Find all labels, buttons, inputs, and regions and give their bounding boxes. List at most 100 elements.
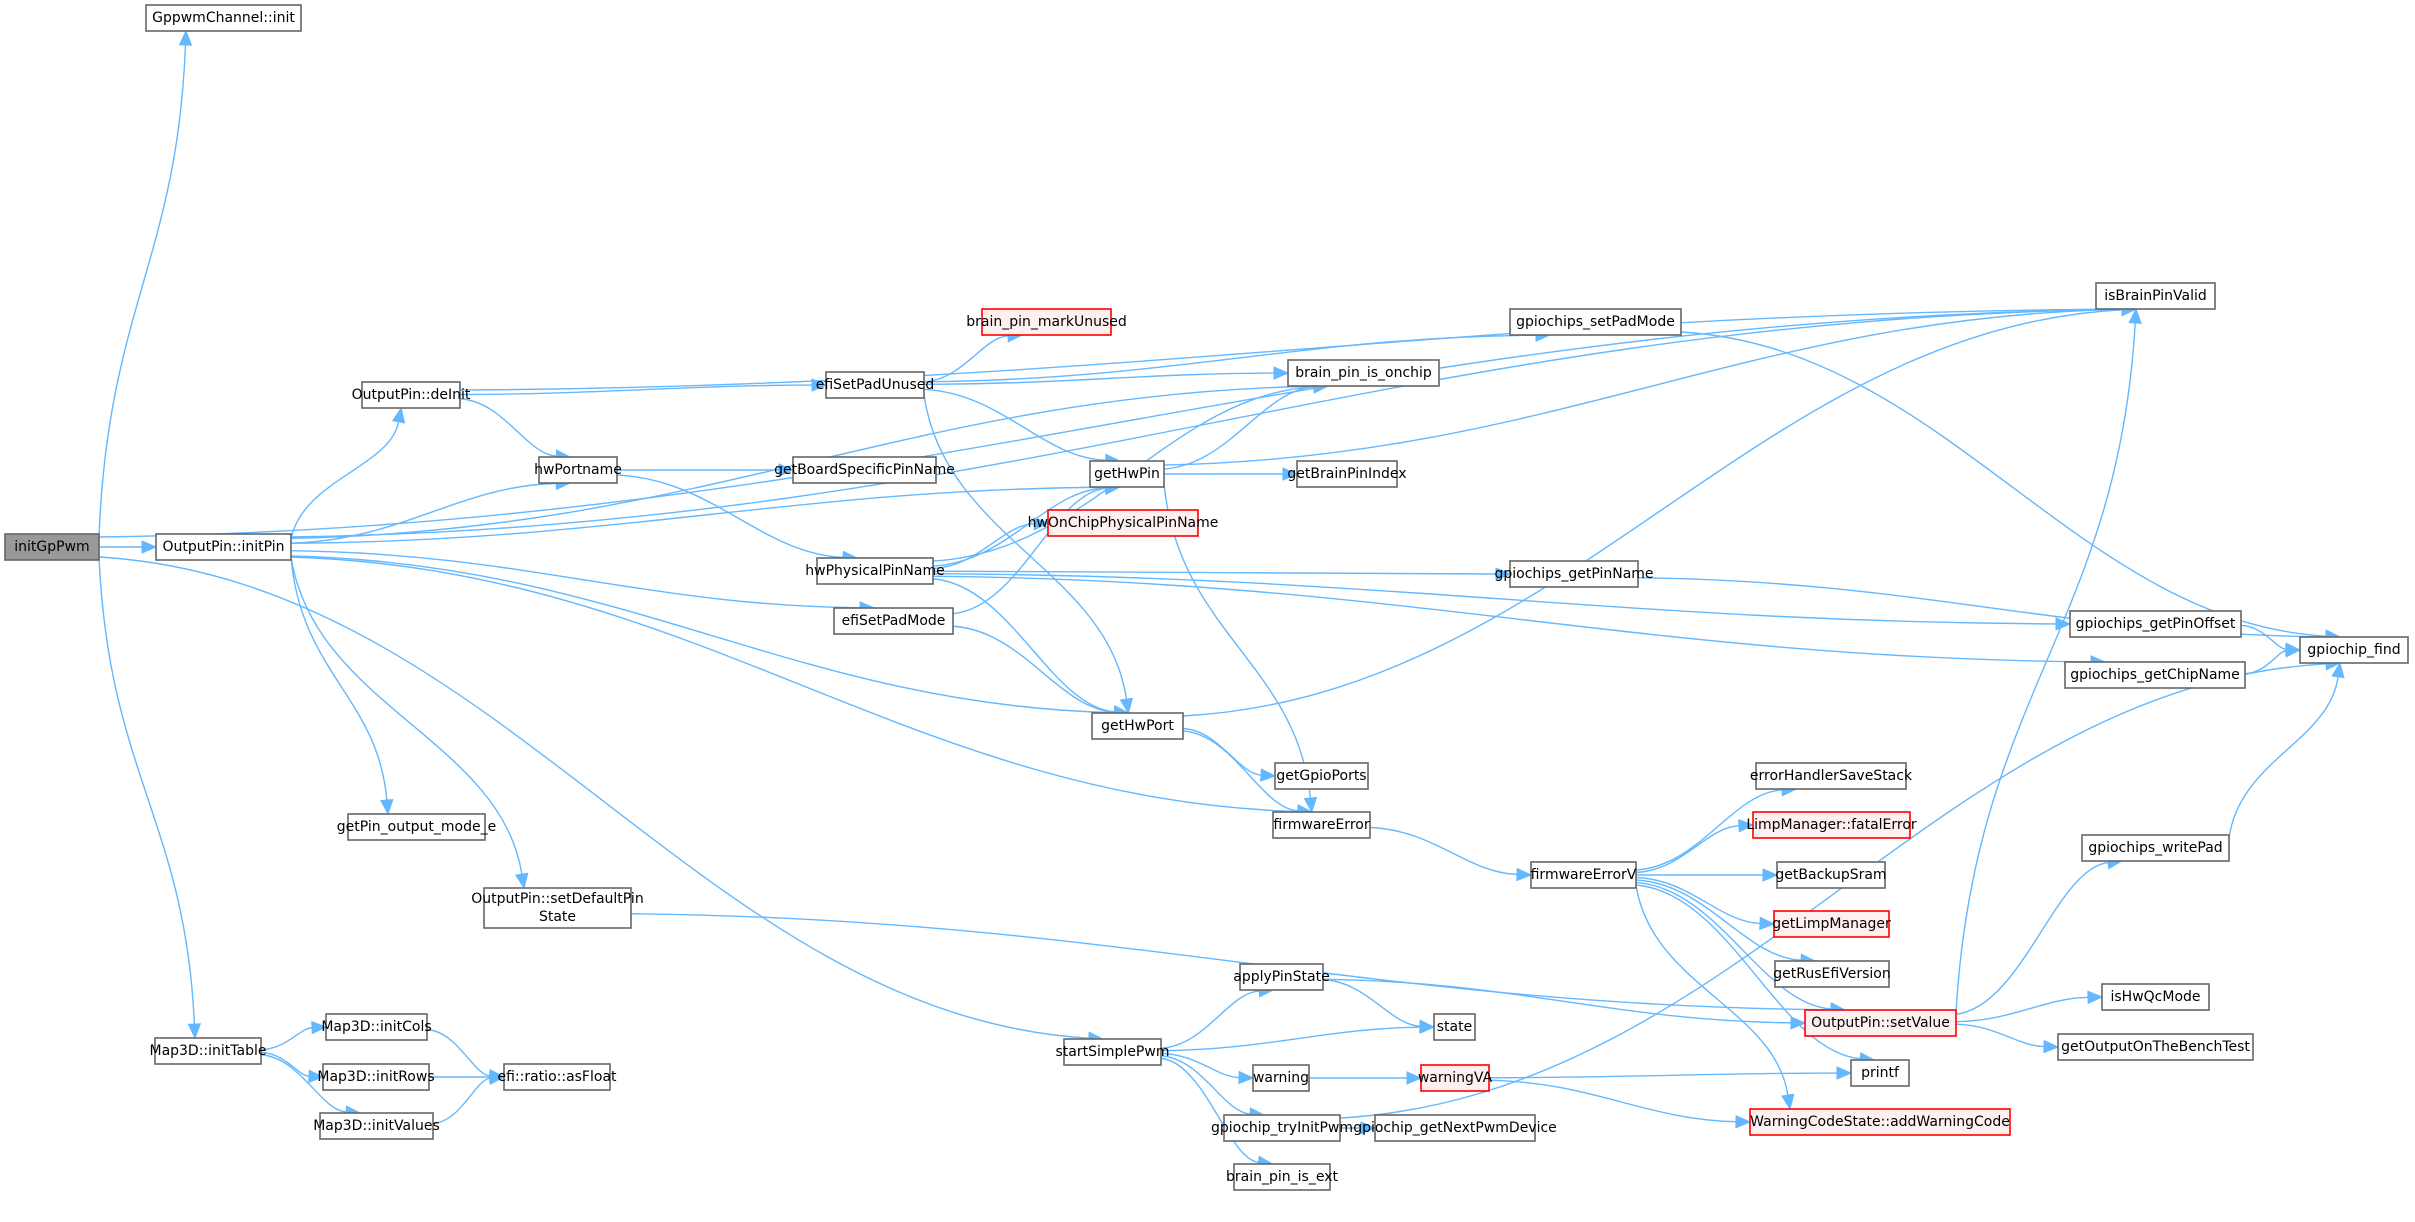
node-box (1433, 1013, 1476, 1041)
node-gpiochips-set-pad-mode[interactable]: gpiochips_setPadMode (1509, 308, 1682, 336)
node-label: brain_pin_is_ext (1226, 1169, 1338, 1185)
node-gpiochips-write-pad[interactable]: gpiochips_writePad (2081, 834, 2230, 862)
node-label: hwPhysicalPinName (805, 563, 944, 579)
node-label: OutputPin::initPin (162, 539, 284, 555)
nodes-layer: initGpPwm GppwmChannel::initOutputPin::in… (4, 4, 2409, 1191)
node-efi-set-pad-unused[interactable]: efiSetPadUnused (816, 371, 935, 399)
node-box (145, 4, 302, 32)
node-is-brain-pin-valid[interactable]: isBrainPinValid (2095, 282, 2216, 310)
node-box (154, 1037, 262, 1065)
node-map3-d-init-cols[interactable]: Map3D::initCols (321, 1013, 432, 1041)
node-gpiochips-get-chip-name[interactable]: gpiochips_getChipName (2064, 661, 2246, 689)
node-hw-on-chip-physical-pin-name[interactable]: hwOnChipPhysicalPinName (1028, 509, 1219, 537)
node-error-handler-save-stack[interactable]: errorHandlerSaveStack (1750, 762, 1913, 790)
node-box (792, 456, 937, 484)
node-firmware-error-v[interactable]: firmwareErrorV (1530, 861, 1637, 889)
node-box (483, 887, 632, 929)
edge-apply-pin-state-to-state (1322, 978, 1436, 1033)
edge-warning-to-warning-va (1308, 1071, 1423, 1085)
node-gpiochips-get-pin-offset[interactable]: gpiochips_getPinOffset (2069, 610, 2242, 638)
node-gpiochip-try-init-pwm[interactable]: gpiochip_tryInitPwm (1211, 1114, 1353, 1142)
node-get-output-on-the-bench-test[interactable]: getOutputOnTheBenchTest (2057, 1033, 2254, 1061)
edge-line (290, 308, 2123, 538)
node-get-hw-pin[interactable]: getHwPin (1089, 460, 1165, 488)
node-get-rus-efi-version[interactable]: getRusEfiVersion (1773, 960, 1891, 988)
edge-line (1339, 663, 2327, 1119)
node-get-limp-manager[interactable]: getLimpManager (1772, 910, 1891, 938)
node-get-brain-pin-index[interactable]: getBrainPinIndex (1287, 460, 1407, 488)
node-brain-pin-is-ext[interactable]: brain_pin_is_ext (1226, 1163, 1338, 1191)
node-output-pin-init-pin[interactable]: OutputPin::initPin (155, 533, 292, 561)
node-box (833, 607, 954, 635)
edge-line (432, 1077, 491, 1125)
edge-warning-va-to-printf (1488, 1066, 1853, 1080)
node-box (1296, 460, 1398, 488)
node-label: gpiochips_getPinOffset (2076, 616, 2236, 632)
edge-line (98, 556, 1089, 1039)
node-box (1773, 910, 1890, 938)
edge-efi-set-pad-unused-to-brain-pin-is-onchip (923, 366, 1290, 386)
node-warning-code-state-add-warning-code[interactable]: WarningCodeState::addWarningCode (1749, 1108, 2011, 1136)
node-start-simple-pwm[interactable]: startSimplePwm (1056, 1038, 1170, 1066)
edge-line (290, 421, 400, 540)
node-map3-d-init-table[interactable]: Map3D::initTable (149, 1037, 267, 1065)
node-label: getBrainPinIndex (1287, 466, 1406, 482)
node-get-pin-output-mode-e[interactable]: getPin_output_mode_e (337, 813, 496, 841)
edge-map3-d-init-values-to-efi-ratio-as-float (432, 1071, 506, 1125)
node-label: printf (1861, 1065, 1900, 1081)
edge-line (290, 486, 1106, 545)
node-warning[interactable]: warning (1252, 1064, 1310, 1092)
node-box (2064, 661, 2246, 689)
edge-line (98, 44, 187, 538)
node-output-pin-set-value[interactable]: OutputPin::setValue (1804, 1009, 1957, 1037)
node-gpiochip-find[interactable]: gpiochip_find (2299, 636, 2409, 664)
node-warning-va[interactable]: warningVA (1418, 1064, 1493, 1092)
node-efi-set-pad-mode[interactable]: efiSetPadMode (833, 607, 954, 635)
arrowhead-icon (141, 540, 158, 554)
node-init-gp-pwm[interactable]: initGpPwm (4, 533, 100, 561)
node-state[interactable]: state (1433, 1013, 1476, 1041)
node-limp-manager-fatal-error[interactable]: LimpManager::fatalError (1746, 811, 1917, 839)
arrowhead-icon (187, 1023, 202, 1040)
node-label: LimpManager::fatalError (1746, 817, 1917, 833)
node-box (1509, 560, 1639, 588)
node-box (322, 1063, 430, 1091)
node-hw-portname[interactable]: hwPortname (534, 456, 622, 484)
arrowhead-icon (1119, 697, 1134, 715)
node-gpiochip-get-next-pwm-device[interactable]: gpiochip_getNextPwmDevice (1353, 1114, 1557, 1142)
edge-output-pin-init-pin-to-efi-set-pad-mode (290, 550, 876, 615)
node-box (1850, 1059, 1910, 1087)
node-get-gpio-ports[interactable]: getGpioPorts (1274, 762, 1369, 790)
arrowhead-icon (1738, 818, 1755, 833)
edge-line (1635, 825, 1740, 874)
node-printf[interactable]: printf (1850, 1059, 1910, 1087)
node-output-pin-de-init[interactable]: OutputPin::deInit (352, 381, 471, 409)
edge-firmware-error-v-to-get-backup-sram (1636, 868, 1779, 882)
node-brain-pin-is-onchip[interactable]: brain_pin_is_onchip (1287, 359, 1440, 387)
node-get-backup-sram[interactable]: getBackupSram (1775, 861, 1887, 889)
node-box (825, 371, 925, 399)
node-get-hw-port[interactable]: getHwPort (1091, 712, 1184, 740)
node-box (1272, 811, 1371, 839)
node-label: firmwareError (1273, 817, 1369, 833)
node-firmware-error[interactable]: firmwareError (1272, 811, 1371, 839)
node-apply-pin-state[interactable]: applyPinState (1233, 963, 1330, 991)
node-gpiochips-get-pin-name[interactable]: gpiochips_getPinName (1494, 560, 1654, 588)
edge-line (260, 1051, 310, 1077)
node-box (981, 308, 1112, 336)
node-label: WarningCodeState::addWarningCode (1750, 1114, 2010, 1130)
node-brain-pin-mark-unused[interactable]: brain_pin_markUnused (966, 308, 1127, 336)
edge-init-gp-pwm-to-output-pin-init-pin (99, 540, 158, 554)
node-map3-d-init-values[interactable]: Map3D::initValues (313, 1112, 440, 1140)
edge-line (923, 394, 1128, 700)
edge-line (290, 556, 388, 801)
edge-line (923, 372, 1275, 386)
node-label: warning (1253, 1070, 1309, 1086)
node-map3-d-init-rows[interactable]: Map3D::initRows (317, 1063, 435, 1091)
node-efi-ratio-as-float[interactable]: efi::ratio::asFloat (497, 1063, 617, 1091)
node-get-board-specific-pin-name[interactable]: getBoardSpecificPinName (774, 456, 955, 484)
node-is-hw-qc-mode[interactable]: isHwQcMode (2101, 983, 2210, 1011)
node-hw-physical-pin-name[interactable]: hwPhysicalPinName (805, 557, 945, 585)
node-gppwm-channel-init[interactable]: GppwmChannel::init (145, 4, 302, 32)
